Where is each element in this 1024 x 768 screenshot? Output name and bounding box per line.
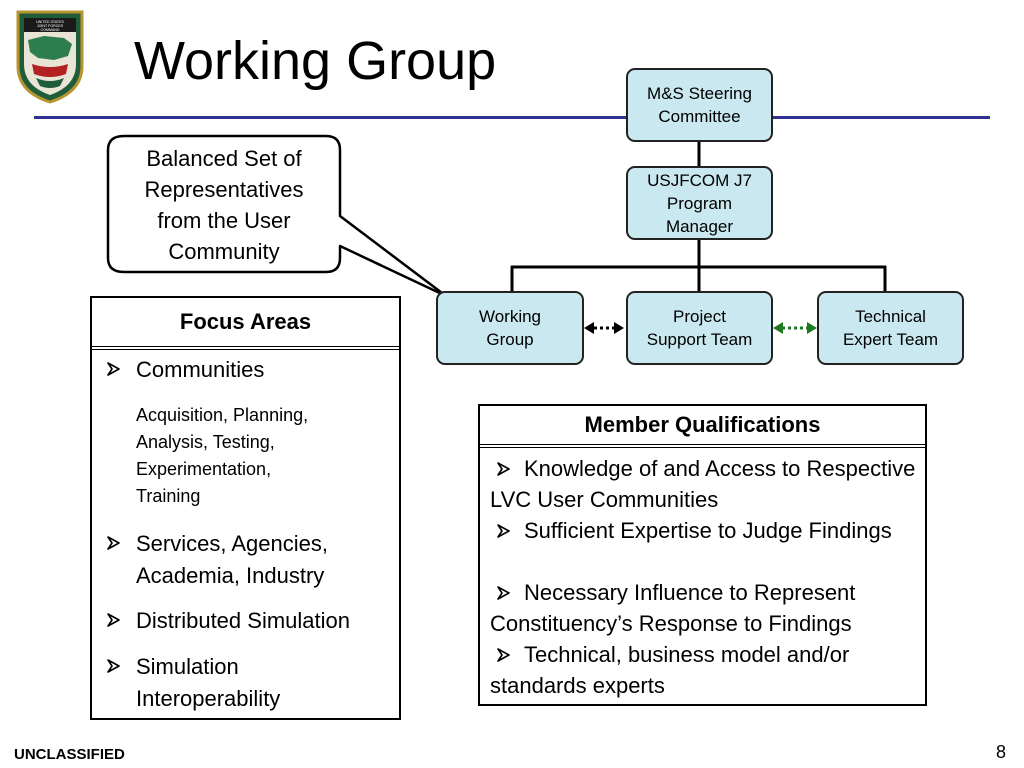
working-group-label: Working Group [478,307,542,349]
svg-text:UNITED STATES: UNITED STATES [36,20,64,24]
right-dotted-arrow [773,322,817,334]
focus-areas-panel: Focus Areas Communities Acquisition, Pla… [90,296,401,720]
arrowhead-bullet-icon [107,659,120,673]
technical-expert-team-box: Technical Expert Team [817,291,964,365]
arrowhead-bullet-icon [497,524,510,538]
title-divider [34,116,990,119]
left-dotted-arrow [584,322,624,334]
program-manager-label: USJFCOM J7 Program Manager [647,170,752,236]
steering-committee-label: M&S Steering Committee [647,84,752,126]
arrowhead-bullet-icon [107,362,120,376]
qualification-item: Knowledge of and Access to Respective LV… [490,456,916,512]
working-group-box: Working Group [436,291,584,365]
focus-item-distributed-simulation: Distributed Simulation [136,608,350,633]
member-qualifications-panel: Member Qualifications Knowledge of and A… [478,404,927,706]
focus-item-communities: Communities [136,357,265,382]
technical-expert-team-label: Technical Expert Team [842,307,939,349]
arrowhead-bullet-icon [107,536,120,550]
focus-areas-heading: Focus Areas [92,298,399,350]
svg-text:COMMAND: COMMAND [41,28,60,32]
project-support-team-box: Project Support Team [626,291,773,365]
communities-subitems: Acquisition, Planning, Analysis, Testing… [136,405,309,506]
focus-item-services: Services, Agencies, Academia, Industry [136,531,328,588]
callout-bubble [106,134,448,298]
arrowhead-bullet-icon [107,613,120,627]
arrowhead-bullet-icon [497,462,510,476]
svg-text:JOINT FORCES: JOINT FORCES [37,24,64,28]
callout-text: Balanced Set of Representatives from the… [144,146,304,264]
steering-committee-box: M&S Steering Committee [626,68,773,142]
page-number: 8 [995,742,1006,762]
arrowhead-bullet-icon [497,586,510,600]
program-manager-box: USJFCOM J7 Program Manager [626,166,773,240]
qualification-item: Technical, business model and/or standar… [490,642,850,698]
arrowhead-bullet-icon [497,648,510,662]
qualification-item: Sufficient Expertise to Judge Findings [524,518,892,543]
qualification-item: Necessary Influence to Represent Constit… [490,580,856,636]
project-support-team-label: Project Support Team [646,307,753,349]
page-title: Working Group [134,31,497,91]
classification-label: UNCLASSIFIED [14,746,125,763]
usjfcom-logo: UNITED STATES JOINT FORCES COMMAND [14,8,86,104]
member-qualifications-heading: Member Qualifications [480,406,925,448]
focus-item-simulation-interoperability: Simulation Interoperability [136,654,281,711]
